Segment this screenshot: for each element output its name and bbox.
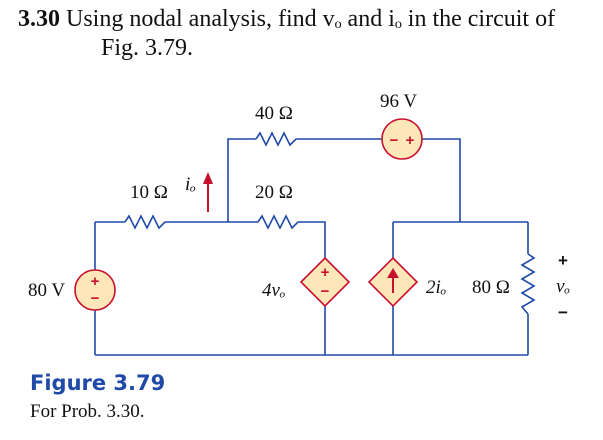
- figure-caption: For Prob. 3.30.: [30, 401, 145, 422]
- problem-number: 3.30: [18, 6, 60, 32]
- source-80v-minus: −: [91, 290, 100, 307]
- io-current-arrow-icon: [203, 172, 213, 212]
- voltage-source-96v: − +: [381, 118, 423, 160]
- wire-node-a-to-40ohm: [227, 138, 256, 222]
- dependent-voltage-source-body: [299, 256, 351, 308]
- label-80v: 80 V: [28, 280, 65, 301]
- dep-source-minus: −: [321, 283, 330, 300]
- resistor-10ohm: [124, 214, 166, 230]
- problem-line-2: Fig. 3.79.: [101, 35, 194, 61]
- label-20ohm: 20 Ω: [255, 182, 293, 203]
- label-96v: 96 V: [380, 91, 417, 112]
- figure-title: Figure 3.79: [30, 371, 166, 395]
- up-arrowhead-icon: [387, 268, 399, 278]
- dependent-voltage-source: + −: [299, 256, 351, 308]
- source-80v-plus: +: [91, 273, 100, 290]
- label-40ohm: 40 Ω: [255, 103, 293, 124]
- source-96v-plus: +: [406, 132, 415, 149]
- label-io: iₒ: [185, 174, 196, 195]
- dep-source-plus: +: [321, 264, 330, 281]
- circuit-wires: [94, 138, 529, 356]
- label-vo: vₒ: [556, 276, 570, 297]
- resistor-40ohm: [255, 131, 297, 147]
- io-arrowhead-icon: [203, 172, 213, 184]
- wire-dependent-voltage-branch: [298, 221, 326, 355]
- voltage-source-80v: + −: [74, 269, 116, 311]
- wire-96v-to-right: [422, 138, 461, 222]
- voltage-source-80v-body: [74, 269, 116, 311]
- resistor-80ohm: [520, 253, 536, 315]
- label-80ohm: 80 Ω: [472, 277, 510, 298]
- resistor-20ohm: [257, 214, 299, 230]
- label-dependent-current: 2iₒ: [426, 277, 446, 298]
- source-96v-minus: −: [390, 132, 399, 149]
- label-10ohm: 10 Ω: [130, 182, 168, 203]
- dependent-current-source: [367, 256, 419, 308]
- problem-line-1: 3.30 Using nodal analysis, find vₒ and i…: [18, 6, 555, 33]
- problem-text-1: Using nodal analysis, find vₒ and iₒ in …: [66, 6, 556, 32]
- voltage-source-96v-body: [381, 118, 423, 160]
- label-dependent-voltage: 4vₒ: [262, 280, 285, 301]
- vo-minus: −: [558, 303, 568, 322]
- vo-plus: +: [558, 251, 568, 270]
